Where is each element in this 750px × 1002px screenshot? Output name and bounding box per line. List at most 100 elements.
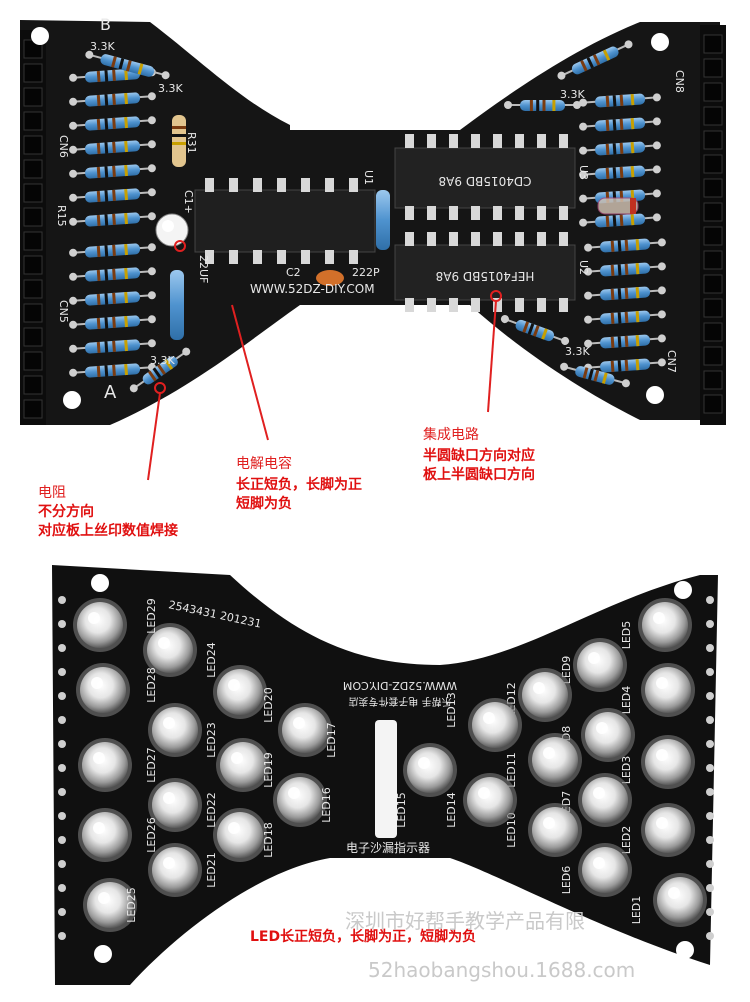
annotation-resistor-title: 电阻 (38, 485, 66, 501)
silk-ic-u2: U2 (577, 260, 590, 275)
edge-pin (706, 644, 714, 652)
edge-pin (58, 716, 66, 724)
silk-value-5: 3.3K (565, 345, 590, 358)
header-pin (23, 135, 43, 155)
edge-pin (706, 884, 714, 892)
led (528, 733, 582, 787)
led-label: LED1 (630, 896, 643, 925)
header-pin (703, 250, 723, 270)
header-pin (703, 34, 723, 54)
silk-c2-value: 222P (352, 266, 380, 279)
silk-cn7: CN7 (665, 350, 678, 373)
edge-pin (706, 812, 714, 820)
resistor (584, 262, 666, 277)
edge-pin (706, 692, 714, 700)
pointer-capacitor (174, 240, 269, 441)
silk-value-3: 3.3K (560, 88, 585, 101)
led-array: LED1LED2LED3LED4LED5LED6LED7LED8LED9LED1… (73, 598, 707, 932)
silk-website-top: WWW.52DZ-DIY.COM (250, 282, 375, 296)
led (578, 843, 632, 897)
edge-pin (706, 860, 714, 868)
led-label: LED28 (145, 667, 158, 703)
silk-maker: 乐帮手 电子套件专卖店 (348, 695, 451, 708)
led (213, 808, 267, 862)
header-pin (23, 255, 43, 275)
resistor (69, 243, 156, 258)
header-pin (703, 154, 723, 174)
ceramic-capacitor-c2 (316, 270, 344, 286)
resistor (579, 141, 661, 156)
edge-pin (58, 692, 66, 700)
led (216, 738, 270, 792)
resistor (69, 116, 156, 131)
annotation-led: LED长正短负，长脚为正，短脚为负 (250, 929, 477, 945)
header-pin (703, 82, 723, 102)
resistor (69, 140, 156, 155)
annotation-ic-line-1: 半圆缺口方向对应 (423, 448, 535, 464)
led-label: LED21 (205, 852, 218, 888)
silk-title: 电子沙漏指示器 (346, 840, 430, 855)
resistor-vertical-left (170, 270, 184, 340)
header-pin (23, 87, 43, 107)
silk-ic-u1: U1 (362, 170, 375, 185)
annotation-capacitor-line-1: 长正短负，长脚为正 (236, 477, 362, 493)
led (148, 843, 202, 897)
header-pin (703, 130, 723, 150)
silk-c2-label: C2 (286, 266, 301, 279)
right-pin-header (700, 25, 726, 425)
mounting-holes-top (31, 27, 669, 409)
header-pin (23, 63, 43, 83)
led (73, 598, 127, 652)
header-pin (703, 322, 723, 342)
led (83, 878, 137, 932)
led (213, 665, 267, 719)
annotation-ic-line-2: 板上半圆缺口方向 (423, 467, 535, 483)
center-divider-reflection (375, 720, 397, 838)
header-pin (23, 279, 43, 299)
annotation-resistor-line-1: 不分方向 (38, 504, 94, 520)
header-pin (23, 399, 43, 419)
led-label: LED4 (620, 686, 633, 715)
silk-corner-a: A (104, 382, 117, 403)
led (578, 773, 632, 827)
edge-pin (706, 764, 714, 772)
silk-value-2: 3.3K (158, 82, 183, 95)
resistor (69, 315, 156, 330)
led-label: LED22 (205, 792, 218, 828)
silk-value-1: 3.3K (90, 40, 115, 53)
led (638, 598, 692, 652)
header-pin (23, 375, 43, 395)
led (403, 743, 457, 797)
resistor-array-left (69, 50, 191, 393)
led-label: LED2 (620, 826, 633, 855)
resistor (579, 213, 661, 228)
silk-cap-label: C1+ (182, 190, 195, 214)
glass-diode (597, 197, 639, 215)
header-pin (23, 207, 43, 227)
led (78, 808, 132, 862)
pointer-ic (487, 290, 502, 413)
edge-pin (58, 788, 66, 796)
annotation-capacitor-line-2: 短脚为负 (236, 496, 292, 512)
led-label: LED3 (620, 756, 633, 785)
watermark-company: 深圳市好帮手教学产品有限 (345, 909, 585, 933)
led-label: LED19 (262, 752, 275, 788)
edge-pin (706, 620, 714, 628)
edge-pin (58, 644, 66, 652)
led-label: LED11 (505, 752, 518, 788)
silk-r15-label: R15 (55, 205, 68, 227)
edge-pin (706, 908, 714, 916)
header-pin (23, 231, 43, 251)
resistor (129, 347, 191, 393)
silk-ic-u3: U3 (577, 165, 590, 180)
header-pin (23, 327, 43, 347)
chip-marking-u3: CD4015BD 9A8 (439, 174, 532, 188)
led-label: LED23 (205, 722, 218, 758)
led (76, 663, 130, 717)
edge-pin (58, 596, 66, 604)
resistor (584, 334, 666, 349)
silk-r31-label: R31 (185, 132, 198, 154)
led-label: LED16 (320, 787, 333, 823)
annotation-ic-title: 集成电路 (423, 427, 479, 443)
resistor-vertical-mid (376, 190, 390, 250)
